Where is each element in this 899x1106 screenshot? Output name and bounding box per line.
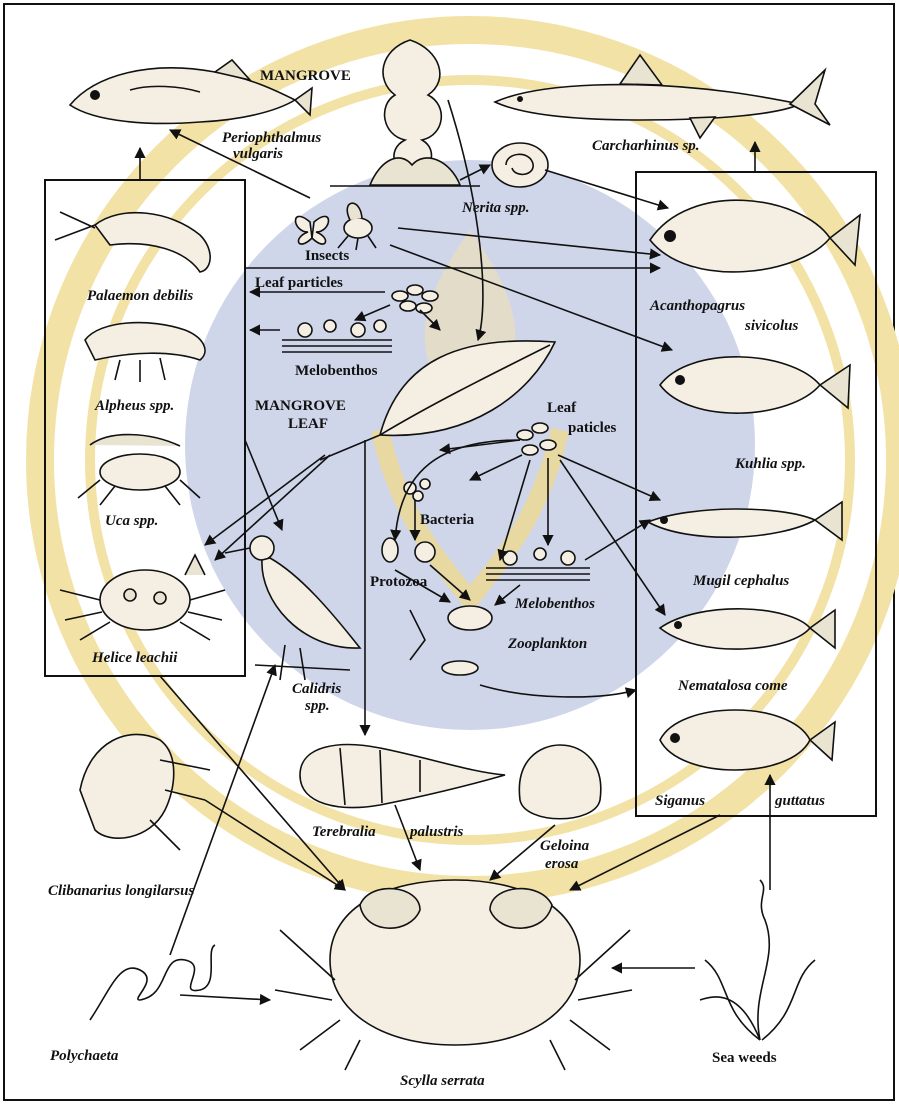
label-insects: Insects (305, 248, 349, 264)
label-mangrove: MANGROVE (260, 68, 351, 84)
label-alpheus: Alpheus spp. (94, 398, 174, 414)
label-leaf-particles-top: Leaf particles (255, 275, 343, 291)
label-geloina: Geloina (540, 838, 590, 854)
snail-icon (492, 143, 548, 187)
label-protozoa: Protozoa (370, 574, 428, 590)
label-mangrove-leaf: MANGROVE (255, 398, 346, 414)
kuhlia-fish-icon (660, 357, 850, 413)
label-clibanarius: Clibanarius longilarsus (48, 883, 194, 899)
label-uca: Uca spp. (105, 513, 158, 529)
label-polychaeta: Polychaeta (50, 1048, 119, 1064)
label-terebralia: Terebralia (312, 824, 376, 840)
label-siganus: Siganus (655, 793, 705, 809)
label-mugil: Mugil cephalus (692, 573, 789, 589)
label-helice: Helice leachii (91, 650, 178, 666)
label-leaf-particles-mid: Leaf (547, 400, 577, 416)
label-melobenthos-top: Melobenthos (295, 363, 378, 379)
label-calidris-2: spp. (304, 698, 330, 714)
label-zooplankton: Zooplankton (507, 636, 587, 652)
label-melobenthos-mid: Melobenthos (514, 596, 595, 612)
label-acanthopagrus: Acanthopagrus (649, 298, 745, 314)
seaweed-icon (700, 880, 815, 1040)
mud-crab-icon (275, 880, 632, 1070)
label-sea-weeds: Sea weeds (712, 1050, 777, 1066)
worm-icon (90, 945, 215, 1020)
terebralia-shell-icon (300, 745, 505, 808)
label-nerita: Nerita spp. (461, 200, 530, 216)
label-periophthalmus: Periophthalmus (222, 130, 321, 146)
clam-icon (519, 745, 600, 819)
label-kuhlia: Kuhlia spp. (734, 456, 806, 472)
label-leaf-particles-mid-2: paticles (568, 420, 616, 436)
label-geloina-2: erosa (545, 856, 579, 872)
label-scylla: Scylla serrata (400, 1073, 485, 1089)
label-nematalosa: Nematalosa come (677, 678, 788, 694)
label-acanthopagrus-2: sivicolus (744, 318, 798, 334)
label-bacteria: Bacteria (420, 512, 475, 528)
label-terebralia-2: palustris (408, 824, 464, 840)
label-siganus-2: guttatus (774, 793, 825, 809)
label-palaemon: Palaemon debilis (87, 288, 193, 304)
label-periophthalmus-2: vulgaris (233, 146, 283, 162)
label-calidris: Calidris (292, 681, 341, 697)
label-mangrove-leaf-2: LEAF (288, 416, 328, 432)
label-carcharhinus: Carcharhinus sp. (592, 138, 700, 154)
